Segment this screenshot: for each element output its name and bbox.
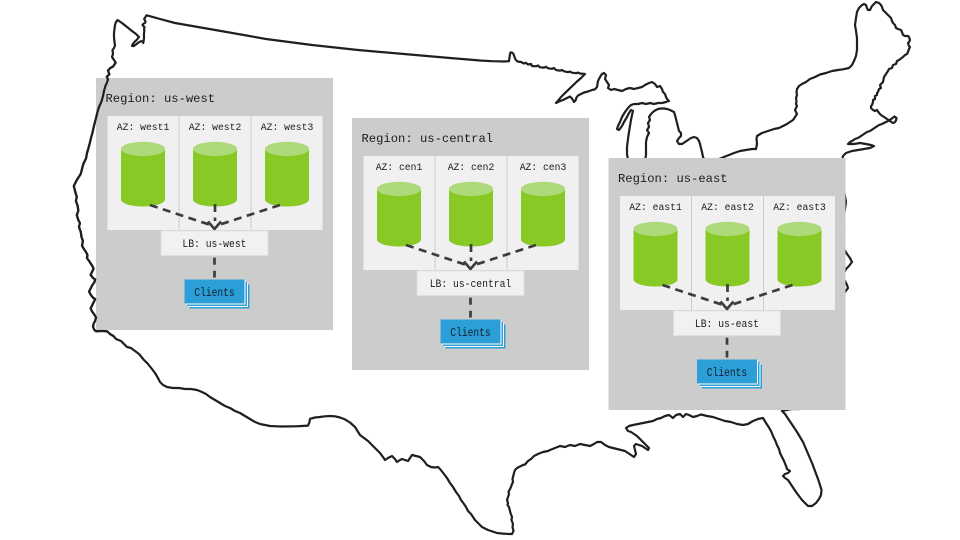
svg-text:Clients: Clients [194,287,234,300]
svg-text:AZ: east3: AZ: east3 [773,202,826,214]
svg-text:AZ: east2: AZ: east2 [701,202,754,214]
svg-text:LB: us-central: LB: us-central [430,279,512,291]
svg-text:Clients: Clients [707,367,747,380]
svg-text:Region: us-west: Region: us-west [106,92,216,106]
svg-text:AZ: cen3: AZ: cen3 [520,162,567,174]
svg-text:LB: us-west: LB: us-west [182,239,246,251]
svg-text:AZ: west3: AZ: west3 [261,122,314,134]
svg-text:Region: us-east: Region: us-east [618,172,728,186]
svg-text:AZ: west2: AZ: west2 [189,122,242,134]
svg-text:LB: us-east: LB: us-east [695,319,759,331]
svg-text:AZ: west1: AZ: west1 [117,122,170,134]
svg-text:AZ: east1: AZ: east1 [629,202,682,214]
svg-text:Region: us-central: Region: us-central [362,132,494,146]
svg-text:Clients: Clients [450,327,490,340]
svg-text:AZ: cen2: AZ: cen2 [448,162,495,174]
svg-text:AZ: cen1: AZ: cen1 [376,162,423,174]
